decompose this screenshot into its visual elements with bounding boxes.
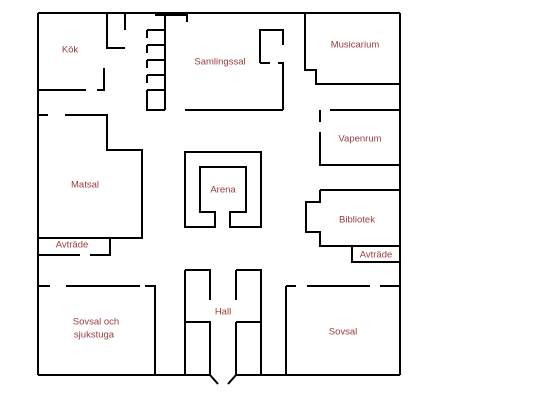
label-hall: Hall [215, 307, 231, 318]
vapenrum-walls [319, 109, 400, 166]
label-vapenrum: Vapenrum [338, 134, 381, 145]
sovsal-sjukstuga-walls [38, 285, 156, 375]
sovsal-walls [285, 285, 400, 375]
samlingssal-walls [146, 13, 284, 111]
kok-walls [38, 13, 126, 91]
bibliotek-walls [305, 189, 400, 247]
musicarium-walls [304, 13, 400, 85]
outer-walls [37, 12, 401, 385]
room-labels: Kök Samlingssal Musicarium Vapenrum Mats… [56, 40, 393, 341]
label-kok: Kök [62, 45, 79, 56]
label-sovsal: Sovsal [329, 327, 358, 338]
label-avtrade-left: Avträde [56, 240, 89, 251]
label-arena: Arena [210, 185, 236, 196]
label-sovsal-sjukstuga-2: sjukstuga [74, 330, 115, 341]
arena-walls [184, 151, 262, 228]
avtrade-left-walls [38, 238, 111, 256]
label-avtrade-right: Avträde [360, 250, 393, 261]
avtrade-right-walls [351, 246, 400, 263]
label-sovsal-sjukstuga-1: Sovsal och [73, 317, 119, 328]
label-musicarium: Musicarium [331, 40, 380, 51]
matsal-walls [38, 114, 143, 239]
label-samlingssal: Samlingssal [194, 57, 245, 68]
label-matsal: Matsal [71, 180, 99, 191]
entrance-door-left [209, 374, 219, 385]
label-bibliotek: Bibliotek [339, 215, 375, 226]
entrance-door-right [227, 374, 237, 385]
hall-walls [184, 269, 262, 375]
